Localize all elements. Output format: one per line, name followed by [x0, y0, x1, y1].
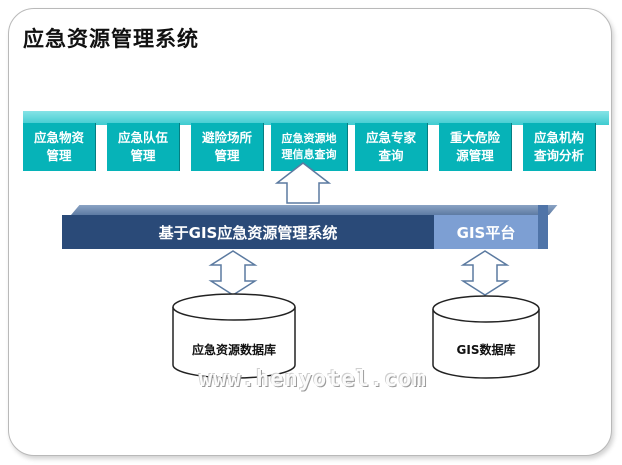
- module-hazards: 重大危险 源管理: [439, 123, 512, 171]
- modules-top-bevel: [23, 111, 609, 125]
- system-bar: 基于GIS应急资源管理系统: [62, 215, 434, 249]
- gis-platform-box: GIS平台: [434, 215, 538, 249]
- system-bar-bevel: [71, 205, 558, 215]
- double-arrow-emergency-db: [208, 250, 258, 296]
- module-institutions: 应急机构 查询分析: [523, 123, 596, 171]
- system-bar-side: [538, 205, 548, 249]
- diagram-shapes: [172, 162, 540, 379]
- page-title: 应急资源管理系统: [23, 27, 199, 51]
- module-teams: 应急队伍 管理: [107, 123, 180, 171]
- emergency-database-icon: [172, 293, 296, 379]
- module-geo-query: 应急资源地 理信息查询: [271, 123, 348, 171]
- slide: 应急资源管理系统 应急物资 管理 应急队伍 管理 避险场所 管理 应急资源地 理…: [8, 8, 612, 456]
- module-shelters: 避险场所 管理: [191, 123, 264, 171]
- watermark: www.henyotel.com: [199, 367, 427, 392]
- double-arrow-gis-db: [460, 250, 510, 296]
- emergency-database-label: 应急资源数据库: [191, 343, 276, 357]
- up-arrow: [274, 162, 332, 204]
- gis-database-label: GIS数据库: [456, 343, 516, 357]
- gis-database-icon: [432, 295, 540, 379]
- module-experts: 应急专家 查询: [355, 123, 428, 171]
- module-materials: 应急物资 管理: [23, 123, 96, 171]
